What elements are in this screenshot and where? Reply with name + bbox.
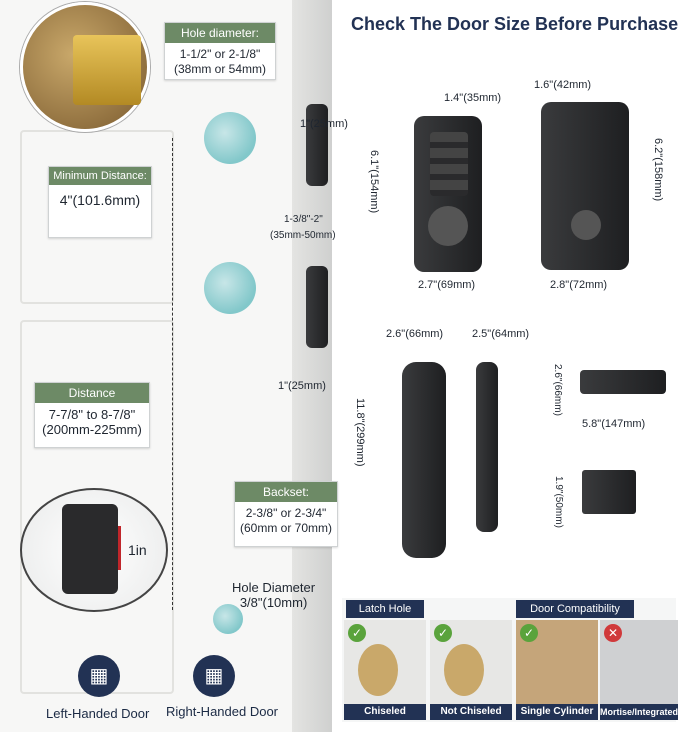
cross-icon: ✕ — [604, 624, 622, 642]
keypad-top-width: 1.4"(35mm) — [444, 92, 502, 104]
left-handed-door-label: Left-Handed Door — [46, 706, 150, 721]
handle-hole-circle — [204, 262, 256, 314]
latch-plate — [306, 266, 328, 348]
distance-line1: 7-7/8" to 8-7/8" — [48, 407, 136, 422]
right-handed-door-icon: ▦ — [193, 655, 235, 697]
check-icon: ✓ — [434, 624, 452, 642]
latch-bottom-dim: 1"(25mm) — [278, 380, 326, 392]
chiseled-caption: Chiseled — [344, 704, 426, 720]
small-hole-circle — [213, 604, 243, 634]
hole-diameter-line2: (38mm or 54mm) — [173, 62, 266, 76]
mortise-image: ✕ — [600, 620, 678, 706]
door-thickness-mm: (35mm-50mm) — [270, 230, 336, 241]
keypad-front-image — [414, 116, 482, 272]
small-hole-line1: Hole Diameter — [232, 580, 316, 595]
thumb-turn — [571, 210, 601, 240]
minimum-distance-value: 4"(101.6mm) — [59, 192, 141, 208]
chiseled-hole — [358, 644, 398, 696]
keypad-height: 6.1"(154mm) — [368, 150, 380, 214]
backset-head: Backset: — [235, 482, 337, 502]
not-chiseled-caption: Not Chiseled — [430, 704, 512, 720]
backset-card: Backset: 2-3/8" or 2-3/4" (60mm or 70mm) — [234, 481, 338, 547]
backset-line2: (60mm or 70mm) — [239, 521, 332, 535]
check-icon: ✓ — [520, 624, 538, 642]
lever-image — [580, 370, 666, 394]
right-handed-door-label: Right-Handed Door — [166, 704, 279, 719]
minimum-distance-head: Minimum Distance: — [49, 167, 151, 185]
latch-top-dim: 1"(25mm) — [300, 118, 348, 130]
handle-height: 11.8"(299mm) — [354, 398, 366, 467]
bore-hole-circle — [204, 112, 256, 164]
spring-label: 1in — [128, 542, 147, 558]
handle-side-image — [476, 362, 498, 532]
chiseled-image: ✓ — [344, 620, 426, 706]
lever-side-image — [582, 470, 636, 514]
check-icon: ✓ — [348, 624, 366, 642]
left-handed-door-icon: ▦ — [78, 655, 120, 697]
hole-diameter-head: Hole diameter: — [165, 23, 275, 43]
hole-diameter-line1: 1-1/2" or 2-1/8" — [179, 47, 261, 61]
backset-line1: 2-3/8" or 2-3/4" — [245, 506, 327, 520]
minimum-distance-card: Minimum Distance: 4"(101.6mm) — [48, 166, 152, 238]
handle-front-image — [402, 362, 446, 558]
handle-front-width: 2.6"(66mm) — [386, 328, 444, 340]
latch-body — [62, 504, 118, 594]
lever-length: 5.8"(147mm) — [582, 418, 646, 430]
latch-hole-tag: Latch Hole — [346, 600, 424, 618]
door-molding-upper — [20, 130, 174, 304]
handle-side-width: 2.5"(64mm) — [472, 328, 530, 340]
small-hole-label: Hole Diameter 3/8"(10mm) — [232, 580, 315, 610]
spring-arrow — [118, 526, 121, 570]
distance-line2: (200mm-225mm) — [42, 422, 142, 437]
single-cylinder-image: ✓ — [516, 620, 598, 706]
keypad-width: 2.7"(69mm) — [418, 279, 476, 291]
small-hole-line2: 3/8"(10mm) — [239, 595, 308, 610]
not-chiseled-image: ✓ — [430, 620, 512, 706]
distance-card: Distance 7-7/8" to 8-7/8" (200mm-225mm) — [34, 382, 150, 448]
not-chiseled-hole — [444, 644, 484, 696]
single-cylinder-caption: Single Cylinder — [516, 704, 598, 720]
lever-depth: 1.9"(50mm) — [553, 476, 564, 528]
keypad-buttons — [430, 132, 468, 196]
mortise-caption: Mortise/Integrated — [600, 704, 678, 720]
distance-line — [172, 138, 173, 610]
spring-latch-closeup: 1in — [20, 488, 168, 612]
lever-height: 2.6"(66mm) — [552, 364, 563, 416]
door-thickness-dim: 1-3/8"-2" — [284, 214, 323, 225]
door-compat-tag: Door Compatibility — [516, 600, 634, 618]
strike-plate — [306, 104, 328, 186]
back-width: 2.8"(72mm) — [550, 279, 608, 291]
latch-brass — [73, 35, 141, 105]
page-title: Check The Door Size Before Purchase — [351, 14, 679, 34]
back-top-width: 1.6"(42mm) — [534, 79, 592, 91]
distance-head: Distance — [35, 383, 149, 403]
latch-closeup-image — [20, 2, 150, 132]
back-plate-image — [541, 102, 629, 270]
hole-diameter-card: Hole diameter: 1-1/2" or 2-1/8" (38mm or… — [164, 22, 276, 80]
back-height: 6.2"(158mm) — [652, 138, 664, 202]
keypad-deadbolt — [428, 206, 468, 246]
